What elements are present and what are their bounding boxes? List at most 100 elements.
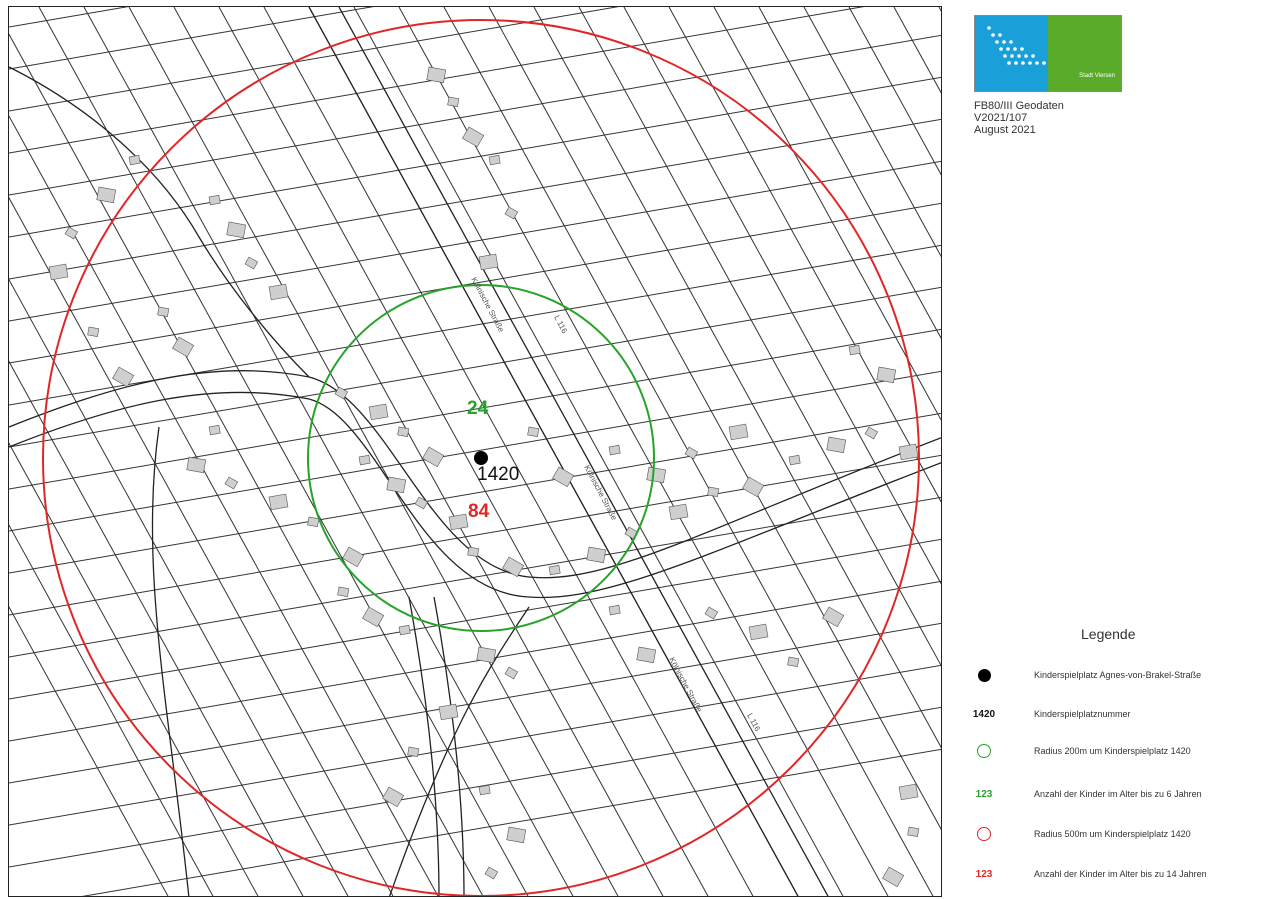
logo-dot [1035,61,1039,65]
building [504,666,519,680]
parcel-lines [9,7,941,896]
logo-dot [1021,61,1025,65]
logo-dot [1031,54,1035,58]
building [586,546,607,564]
road-edge [9,66,310,378]
legend-label: Anzahl der Kinder im Alter bis zu 6 Jahr… [1034,789,1202,799]
parcel-line [9,538,941,700]
legend-item-count-14: 123 Anzahl der Kinder im Alter bis zu 14… [966,864,1271,884]
parcel-line [758,7,941,339]
logo-dot [1010,54,1014,58]
legend-label: Radius 500m um Kinderspielplatz 1420 [1034,829,1191,839]
playground-number: 1420 [477,464,519,485]
logo-dot [1007,61,1011,65]
legend-item-radius-500: Radius 500m um Kinderspielplatz 1420 [966,824,1271,844]
building [707,486,720,497]
legend-red-count: 123 [975,868,993,880]
legend-label: Kinderspielplatznummer [1034,709,1131,719]
building [898,783,919,801]
building [898,443,919,461]
parcel-line [173,7,664,896]
building [48,263,69,281]
road-edge [308,7,799,896]
parcel-line [218,7,709,896]
building [382,786,405,808]
building [462,126,485,148]
building [506,826,527,844]
legend-item-count-6: 123 Anzahl der Kinder im Alter bis zu 6 … [966,784,1271,804]
building [307,516,320,527]
legend-item-radius-200: Radius 200m um Kinderspielplatz 1420 [966,741,1271,761]
parcel-line [9,442,259,896]
building [788,454,801,466]
building [608,604,621,616]
building [822,606,845,628]
logo-left-panel [975,16,1048,91]
logo-dot [1020,47,1024,51]
building [502,556,525,578]
logo-dot [999,47,1003,51]
radius-200m-circle [307,284,655,632]
building [742,476,765,498]
count-under-14: 84 [468,501,490,522]
buildings [48,66,920,888]
playground-dot-icon [977,668,991,682]
legend-green-count: 123 [975,788,993,800]
building [728,423,749,441]
building [636,646,657,664]
parcel-line [9,370,941,532]
building [128,154,141,166]
building [876,366,897,384]
radius-500m-circle [42,19,920,896]
building [882,866,905,888]
logo-dot [1028,61,1032,65]
building [907,826,920,837]
building [448,513,469,531]
building [704,606,719,620]
parcel-line [38,7,529,896]
building [478,784,491,796]
building [684,446,699,460]
parcel-line [9,580,941,742]
building [268,283,289,301]
building [548,564,561,576]
building [826,436,847,454]
building [864,426,879,440]
logo-dot [1024,54,1028,58]
building [358,454,371,466]
building [484,866,499,880]
parcel-line [263,7,754,896]
green-ring-icon [977,744,991,758]
parcel-line [578,7,941,667]
building [268,493,289,511]
parcel-line [353,7,844,896]
building [414,496,429,510]
parcel-line [9,196,394,896]
parcel-line [713,7,941,421]
parcel-line [9,454,941,616]
parcel-line [9,664,941,826]
street-label: L 116 [552,314,569,336]
legend-title: Legende [1081,626,1136,642]
roads [9,7,941,896]
road-edge [408,596,440,896]
legend-label: Anzahl der Kinder im Alter bis zu 14 Jah… [1034,869,1207,879]
building [848,344,861,356]
count-under-6: 24 [467,398,489,419]
playground-point [474,451,488,465]
logo-dot [1003,54,1007,58]
parcel-line [9,360,304,896]
parcel-line [533,7,941,749]
parcel-line [9,202,941,364]
parcel-line [938,7,941,12]
logo-right-panel: Stadt Viersen [1048,16,1121,91]
building [208,194,221,206]
building [362,606,385,628]
building [646,466,667,484]
logo-dot [995,40,999,44]
date-line: August 2021 [974,124,1036,136]
logo-dot [987,26,991,30]
logo-dot [1014,61,1018,65]
parcel-line [128,7,619,896]
parcel-line [9,34,941,196]
